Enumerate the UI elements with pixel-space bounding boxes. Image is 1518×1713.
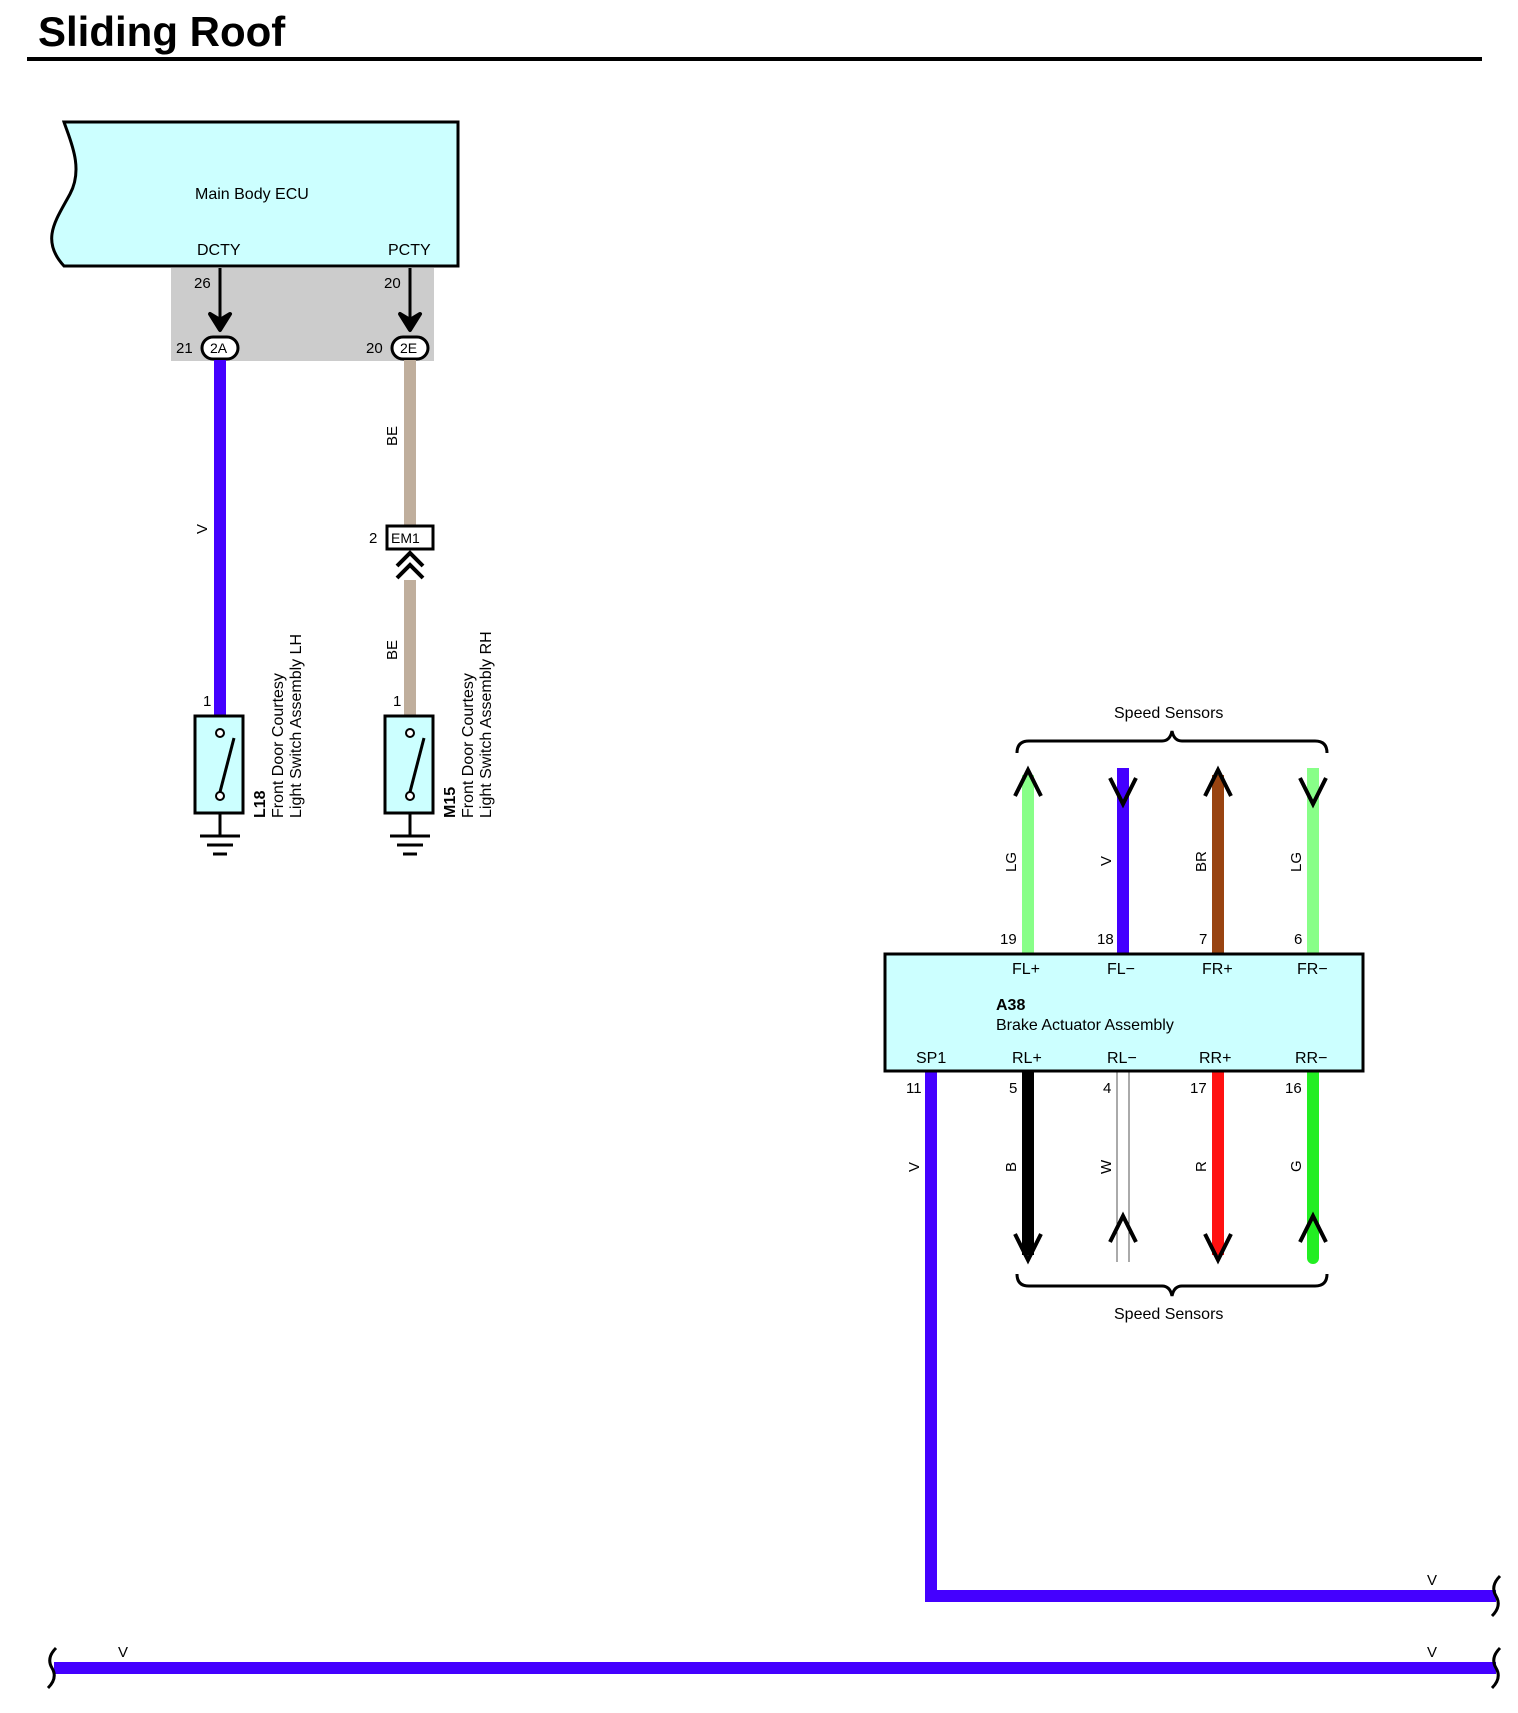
terminal-fr-minus: FR− (1297, 961, 1328, 978)
junction-2e-oval (390, 335, 430, 361)
pin-sp1: 11 (906, 1080, 922, 1097)
brake-actuator-code: A38 (996, 997, 1025, 1014)
brake-actuator-name: Brake Actuator Assembly (996, 1017, 1174, 1034)
junction-2a-oval (200, 335, 240, 361)
wire-fr-plus-label: BR (1193, 851, 1210, 872)
brake-actuator-box (883, 952, 1365, 1073)
arrow-down-icon (1108, 777, 1138, 809)
switch-rh-contact-bottom (405, 791, 415, 801)
junction-2a-pin: 21 (176, 340, 193, 357)
switch-lh-pin: 1 (203, 693, 211, 710)
terminal-rl-minus: RL− (1107, 1050, 1137, 1067)
terminal-rl-plus: RL+ (1012, 1050, 1042, 1067)
switch-rh-line2: Light Switch Assembly RH (478, 631, 495, 818)
terminal-fl-minus: FL− (1107, 961, 1135, 978)
ground-icon (390, 834, 430, 856)
switch-lh-contact-top (215, 728, 225, 738)
pin-fl-plus: 19 (1000, 931, 1017, 948)
pcty-arrow-icon (398, 312, 422, 332)
wire-fr-minus-label: LG (1288, 852, 1305, 872)
switch-rh-contact-top (405, 728, 415, 738)
ecu-pin-26: 26 (194, 275, 211, 292)
arrow-up-icon (1108, 1211, 1138, 1243)
arrow-up-icon (1203, 765, 1233, 797)
junction-2a-label: 2A (210, 340, 228, 356)
switch-rh-code: M15 (442, 787, 459, 818)
connector-em1-chevron-icon (395, 550, 425, 580)
terminal-sp1: SP1 (916, 1050, 946, 1067)
wire-break-icon (46, 1646, 58, 1690)
wire-dcty-v-label: V (194, 524, 211, 534)
switch-rh-lever (408, 737, 426, 793)
switch-rh-line1: Front Door Courtesy (460, 673, 477, 818)
wire-rr-minus-label: G (1288, 1160, 1305, 1172)
arrow-up-icon (1013, 765, 1043, 797)
terminal-rr-minus: RR− (1295, 1050, 1327, 1067)
pin-rr-plus: 17 (1190, 1080, 1207, 1097)
terminal-rr-plus: RR+ (1199, 1050, 1231, 1067)
connector-em1-box (385, 524, 435, 551)
ecu-terminal-dcty: DCTY (197, 242, 241, 259)
pin-fr-minus: 6 (1294, 931, 1302, 948)
dcty-arrow-icon (208, 312, 232, 332)
wire-sp1-label: V (906, 1162, 923, 1172)
wire-fl-minus-label: V (1098, 856, 1115, 866)
connector-em1-label: EM1 (391, 530, 420, 546)
switch-lh-lever (218, 737, 236, 793)
terminal-fl-plus: FL+ (1012, 961, 1040, 978)
switch-lh-contact-bottom (215, 791, 225, 801)
arrow-down-icon (1298, 777, 1328, 809)
ecu-pin-20: 20 (384, 275, 401, 292)
arrow-up-icon (1298, 1211, 1328, 1243)
switch-lh-line2: Light Switch Assembly LH (288, 634, 305, 818)
arrow-down-icon (1203, 1233, 1233, 1265)
pin-fr-plus: 7 (1199, 931, 1207, 948)
connector-em1-pin: 2 (369, 530, 377, 547)
speed-sensors-top-label: Speed Sensors (1114, 705, 1223, 722)
switch-lh-line1: Front Door Courtesy (270, 673, 287, 818)
wire-rr-plus-label: R (1193, 1161, 1210, 1172)
wire-break-icon (1490, 1646, 1502, 1690)
speed-sensors-bottom-brace (1015, 1273, 1329, 1297)
wire-fl-plus-label: LG (1003, 852, 1020, 872)
pin-rl-minus: 4 (1103, 1080, 1111, 1097)
ground-icon (200, 834, 240, 856)
ecu-terminal-pcty: PCTY (388, 242, 431, 259)
wire-pcty-be-upper-label: BE (384, 426, 401, 446)
pin-rr-minus: 16 (1285, 1080, 1302, 1097)
wire-upper-right-label: V (1427, 1572, 1437, 1589)
wire-rl-minus-w (1116, 1070, 1130, 1262)
wire-lower-right-label: V (1427, 1644, 1437, 1661)
pin-rl-plus: 5 (1009, 1080, 1017, 1097)
wire-pcty-be-lower-label: BE (384, 640, 401, 660)
pin-fl-minus: 18 (1097, 931, 1114, 948)
speed-sensors-bottom-label: Speed Sensors (1114, 1306, 1223, 1323)
wire-lower-left-label: V (118, 1644, 128, 1661)
main-body-ecu-label: Main Body ECU (195, 186, 309, 203)
switch-rh-pin: 1 (393, 693, 401, 710)
terminal-fr-plus: FR+ (1202, 961, 1233, 978)
page-title: Sliding Roof (38, 8, 286, 55)
speed-sensors-top-brace (1015, 730, 1329, 754)
wire-break-icon (1490, 1574, 1502, 1618)
main-body-ecu-box (50, 120, 460, 268)
junction-2e-pin: 20 (366, 340, 383, 357)
wire-rl-minus-label: W (1098, 1159, 1115, 1174)
arrow-down-icon (1013, 1233, 1043, 1265)
junction-2e-label: 2E (400, 340, 417, 356)
switch-lh-code: L18 (252, 790, 269, 818)
wire-rl-plus-label: B (1003, 1162, 1020, 1172)
